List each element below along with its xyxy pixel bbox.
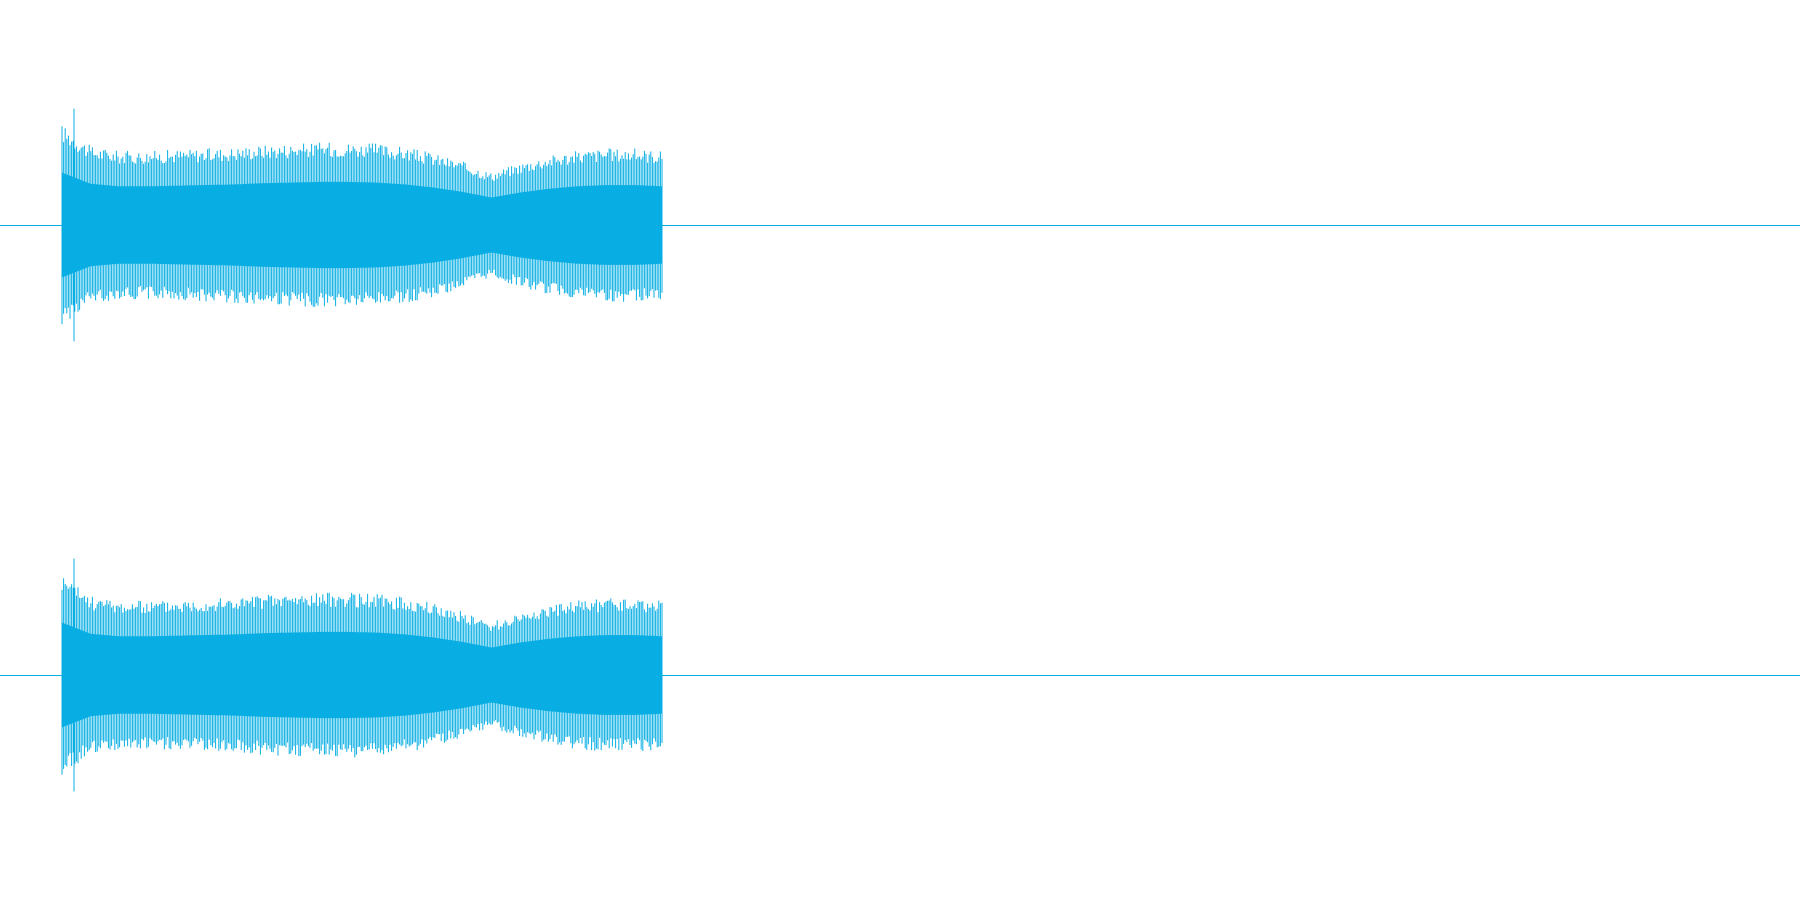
channel-1-waveform-svg	[0, 108, 1800, 342]
channel-2-waveform-svg	[0, 558, 1800, 792]
waveform-peaks	[61, 558, 663, 792]
waveform-channel-1[interactable]	[0, 0, 1800, 450]
waveform-peaks	[61, 108, 663, 342]
waveform-channel-2[interactable]	[0, 450, 1800, 900]
